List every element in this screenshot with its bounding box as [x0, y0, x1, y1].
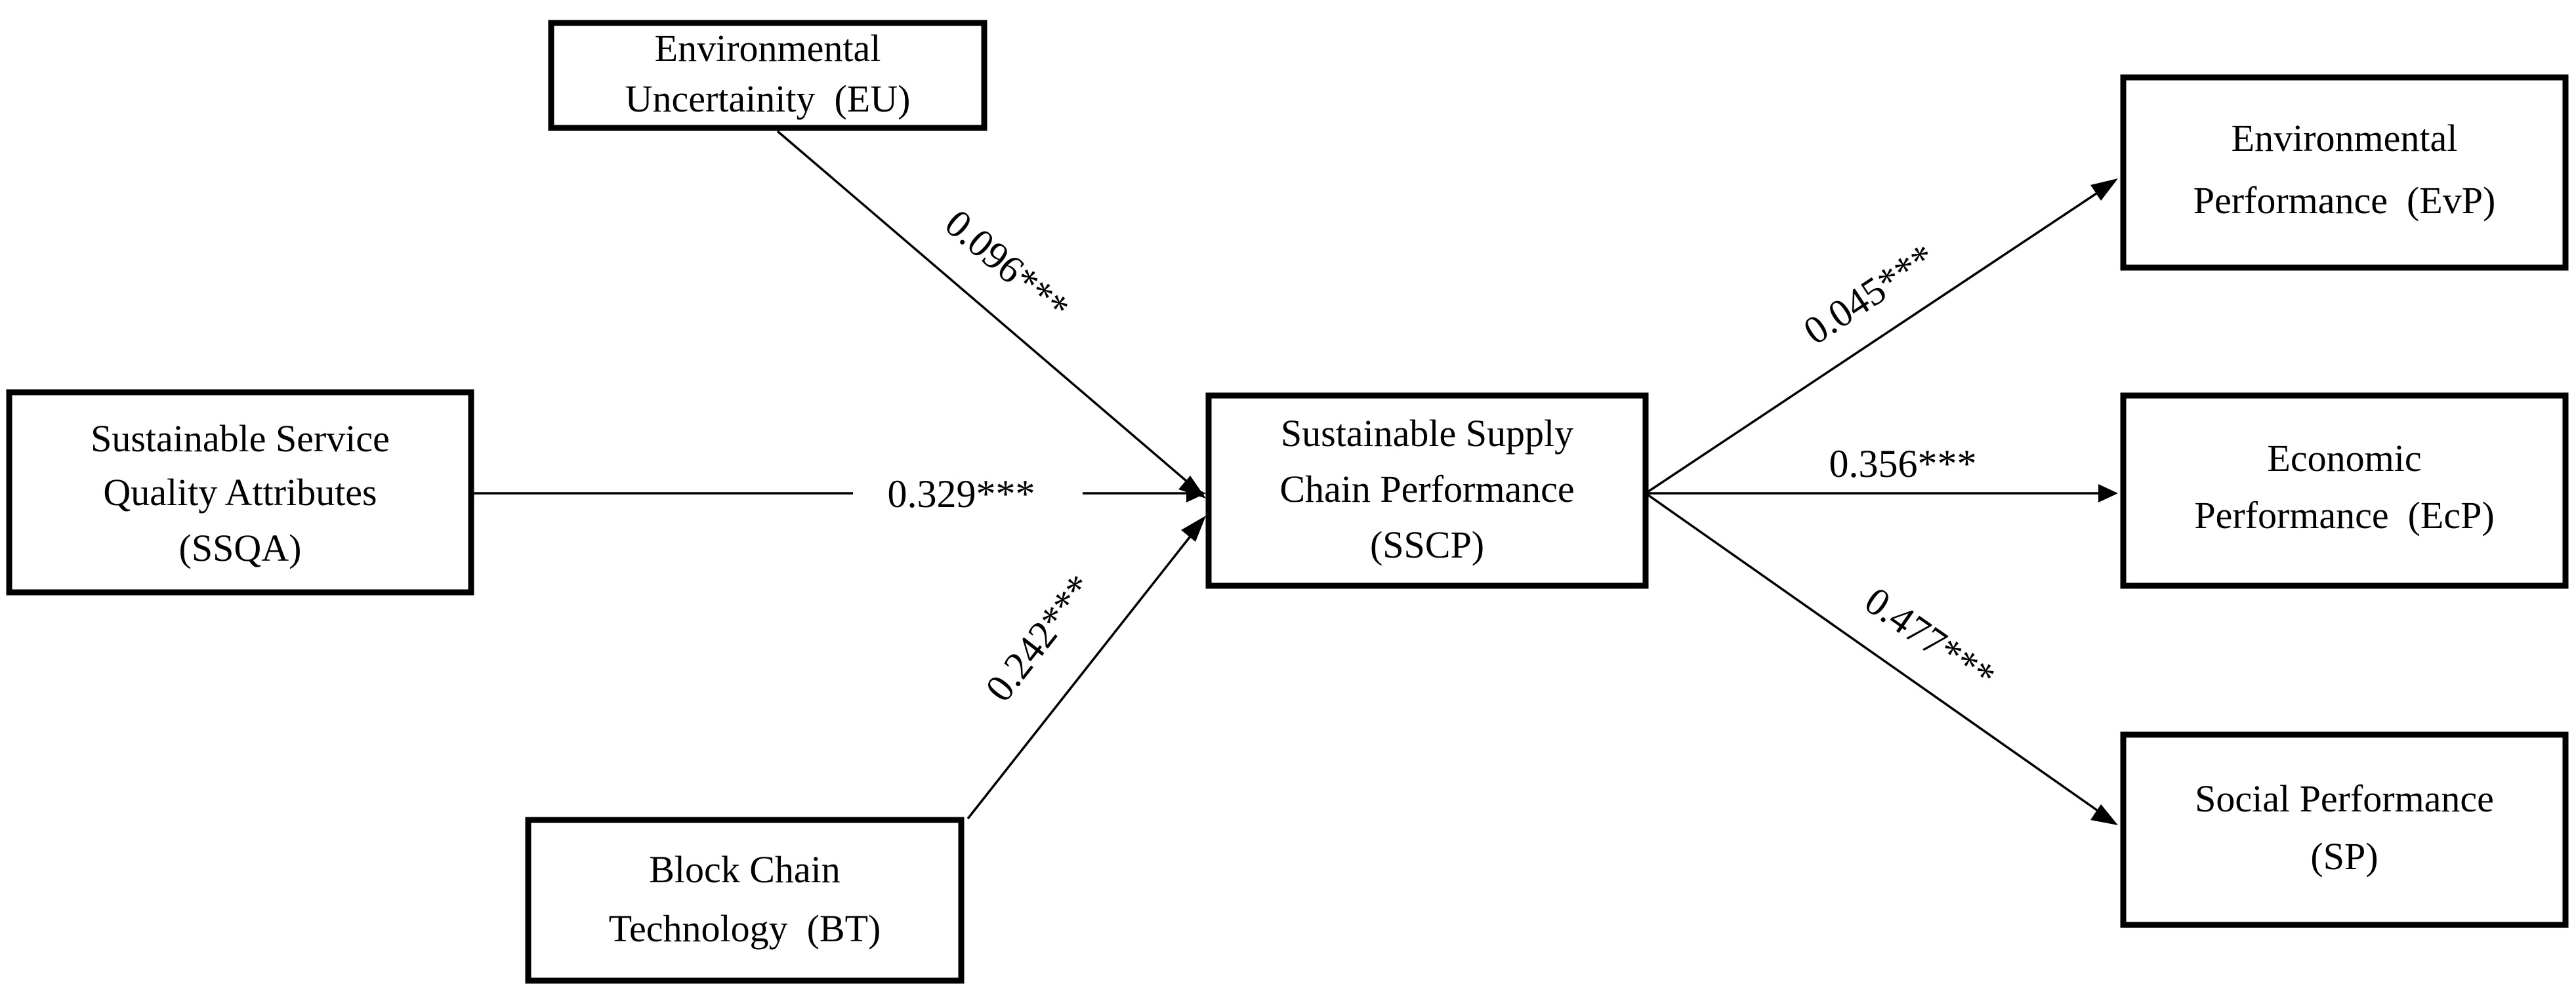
- edges: [471, 130, 2118, 825]
- node-ecp-box: [2120, 392, 2569, 589]
- node-eu: Environmental Uncertainity (EU): [548, 20, 987, 131]
- node-sscp-line-1: Sustainable Supply: [1281, 412, 1573, 455]
- coef-sscp-sp: 0.477***: [1857, 579, 2003, 699]
- coef-bt-sscp: 0.242***: [977, 567, 1102, 710]
- node-ssqa-line-2: Quality Attributes: [103, 471, 377, 514]
- arrowhead-sscp-sp: [2090, 804, 2118, 825]
- node-ecp-line-2: Performance (EcP): [2194, 494, 2494, 537]
- node-bt-line-1: Block Chain: [649, 848, 841, 891]
- node-ssqa-line-3: (SSQA): [179, 527, 302, 569]
- edge-bt-to-sscp: [966, 523, 1201, 820]
- arrowhead-sscp-ecp: [2098, 484, 2118, 502]
- node-bt-line-2: Technology (BT): [609, 907, 881, 950]
- node-sp-line-1: Social Performance: [2195, 777, 2494, 820]
- coef-ssqa-sscp: 0.329***: [888, 472, 1035, 516]
- node-ecp-line-1: Economic: [2267, 437, 2421, 480]
- node-sscp-box: [1205, 392, 1649, 589]
- edge-sscp-to-evp: [1645, 186, 2107, 495]
- node-eu-line-2: Uncertainity (EU): [625, 77, 911, 120]
- node-sscp: Sustainable Supply Chain Performance (SS…: [1205, 392, 1649, 589]
- node-eu-line-1: Environmental: [655, 27, 881, 70]
- node-sp: Social Performance (SP): [2120, 731, 2569, 928]
- node-ssqa-line-1: Sustainable Service: [91, 417, 390, 460]
- node-bt-box: [525, 817, 965, 984]
- node-sscp-line-3: (SSCP): [1370, 523, 1484, 566]
- node-evp-line-2: Performance (EvP): [2193, 179, 2496, 222]
- coef-sscp-ecp: 0.356***: [1829, 442, 1977, 485]
- arrowhead-sscp-evp: [2090, 178, 2118, 201]
- node-bt: Block Chain Technology (BT): [525, 817, 965, 984]
- coef-eu-sscp: 0.096***: [937, 201, 1077, 330]
- node-eu-box: [548, 20, 987, 131]
- node-ecp: Economic Performance (EcP): [2120, 392, 2569, 589]
- node-evp: Environmental Performance (EvP): [2120, 74, 2569, 271]
- node-evp-line-1: Environmental: [2232, 117, 2458, 159]
- node-evp-box: [2120, 74, 2569, 271]
- edge-eu-to-sscp: [776, 130, 1202, 495]
- arrowhead-bt-sscp: [1181, 516, 1206, 542]
- node-sscp-line-2: Chain Performance: [1279, 468, 1574, 510]
- node-sp-box: [2120, 731, 2569, 928]
- node-ssqa-box: [6, 389, 474, 596]
- node-sp-line-2: (SP): [2310, 835, 2378, 878]
- coef-ssqa-sscp-bg: [853, 469, 1083, 518]
- node-ssqa: Sustainable Service Quality Attributes (…: [6, 389, 474, 596]
- edge-sscp-to-sp: [1644, 492, 2108, 818]
- coef-sscp-evp: 0.045***: [1796, 235, 1943, 353]
- arrowhead-ssqa-sscp: [1186, 484, 1206, 502]
